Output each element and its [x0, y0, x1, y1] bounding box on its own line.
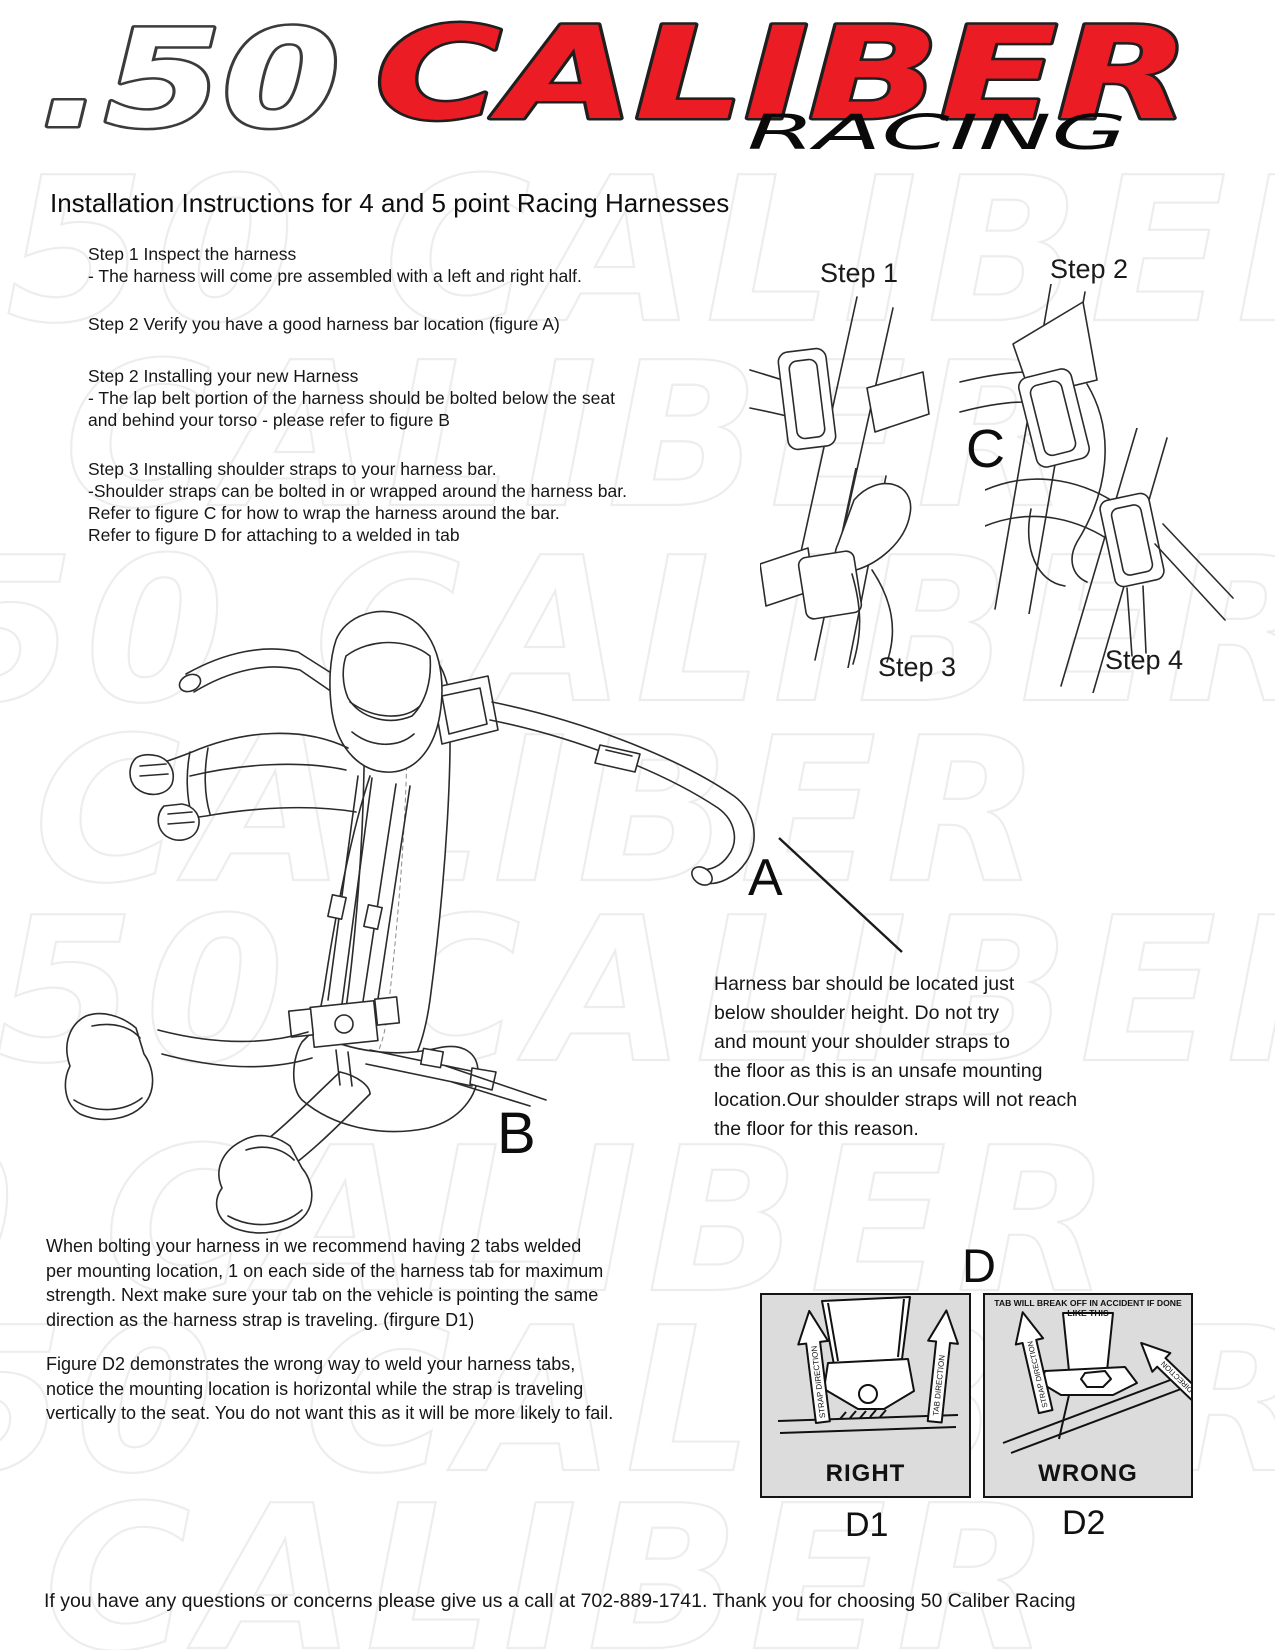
d1-caption: RIGHT [825, 1460, 906, 1487]
instructions-step1: Step 1 Inspect the harness - The harness… [88, 244, 582, 286]
figure-b-label: B [497, 1101, 536, 1166]
figure-step1-drawing [749, 296, 930, 577]
figure-step2-label: Step 2 [1050, 254, 1129, 284]
figure-d2-box: TAB WILL BREAK OFF IN ACCIDENT IF DONE L… [983, 1293, 1193, 1498]
figure-d-label: D [962, 1239, 996, 1292]
watermark-text: .50 CALIBER [0, 875, 1275, 1108]
figure-c-label: C [966, 419, 1005, 479]
bolting-note-2: Figure D2 demonstrates the wrong way to … [46, 1354, 614, 1423]
figure-a-label: A [748, 849, 783, 907]
figure-step4-label: Step 4 [1105, 645, 1184, 675]
figure-d1-box: STRAP DIRECTION TAB DIRECTION RIGHT [760, 1293, 971, 1498]
instructions-step2-install: Step 2 Installing your new Harness - The… [88, 366, 615, 430]
figure-d2-sublabel: D2 [1062, 1504, 1106, 1542]
logo-caliber: CALIBER [375, 8, 1190, 149]
page-title: Installation Instructions for 4 and 5 po… [50, 188, 730, 218]
bolting-note-1: When bolting your harness in we recommen… [46, 1236, 604, 1330]
figure-d2-drawing: STRAP DIRECTION TAB DIRECTION [1002, 1311, 1191, 1454]
watermark-text: .50 CALIBER [0, 515, 1275, 748]
driver-seat-illustration [64, 610, 755, 1234]
figure-step2-drawing [959, 284, 1106, 614]
figure-a-leader-line [778, 837, 903, 953]
footer-contact-line: If you have any questions or concerns pl… [44, 1590, 1076, 1612]
instructions-step2-verify: Step 2 Verify you have a good harness ba… [88, 314, 560, 334]
figure-step3-label: Step 3 [878, 652, 957, 682]
figure-d1-drawing: STRAP DIRECTION TAB DIRECTION [777, 1296, 959, 1434]
figure-d1-sublabel: D1 [845, 1506, 889, 1544]
figure-step1-label: Step 1 [820, 258, 899, 288]
harness-bar-note: Harness bar should be located just below… [714, 973, 1078, 1140]
logo-racing: RACING [747, 105, 1127, 158]
d2-caption: WRONG [1038, 1460, 1138, 1487]
instructions-step3: Step 3 Installing shoulder straps to you… [88, 459, 627, 545]
figure-step4-drawing [985, 428, 1234, 693]
figure-step3-drawing [760, 468, 912, 668]
d2-warning-header: TAB WILL BREAK OFF IN ACCIDENT IF DONE L… [994, 1298, 1182, 1318]
logo-fifty: .50 [40, 8, 340, 158]
brand-logo: .50 CALIBER RACING [38, 8, 1193, 158]
